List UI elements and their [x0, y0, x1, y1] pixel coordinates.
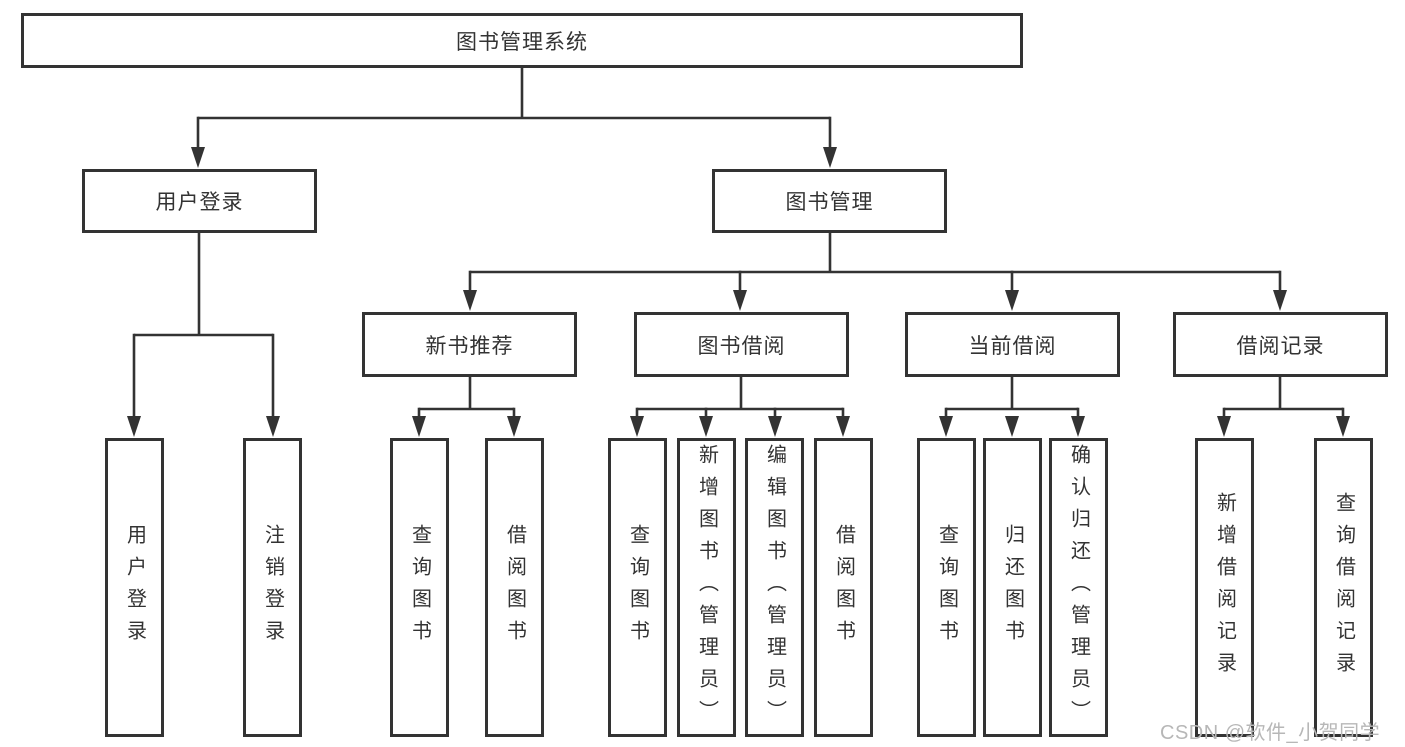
node-new-book-recommend: 新书推荐 [362, 312, 577, 377]
leaf-logout: 注销登录 [243, 438, 302, 737]
leaf-return-books: 归还图书 [983, 438, 1042, 737]
node-borrow-records: 借阅记录 [1173, 312, 1388, 377]
leaf-borrow-books-recommend: 借阅图书 [485, 438, 544, 737]
leaf-user-login: 用户登录 [105, 438, 164, 737]
leaf-query-books-recommend: 查询图书 [390, 438, 449, 737]
leaf-edit-books-admin: 编辑图书（管理员） [745, 438, 804, 737]
leaf-query-books-current: 查询图书 [917, 438, 976, 737]
leaf-borrow-books: 借阅图书 [814, 438, 873, 737]
leaf-add-borrow-record: 新增借阅记录 [1195, 438, 1254, 737]
node-book-management: 图书管理 [712, 169, 947, 233]
node-current-borrow: 当前借阅 [905, 312, 1120, 377]
leaf-query-books-borrow: 查询图书 [608, 438, 667, 737]
leaf-add-books-admin: 新增图书（管理员） [677, 438, 736, 737]
leaf-confirm-return-admin: 确认归还（管理员） [1049, 438, 1108, 737]
leaf-query-borrow-record: 查询借阅记录 [1314, 438, 1373, 737]
node-user-login: 用户登录 [82, 169, 317, 233]
node-root: 图书管理系统 [21, 13, 1023, 68]
watermark-text: CSDN @软件_小贺同学 [1160, 722, 1381, 744]
node-book-borrow: 图书借阅 [634, 312, 849, 377]
